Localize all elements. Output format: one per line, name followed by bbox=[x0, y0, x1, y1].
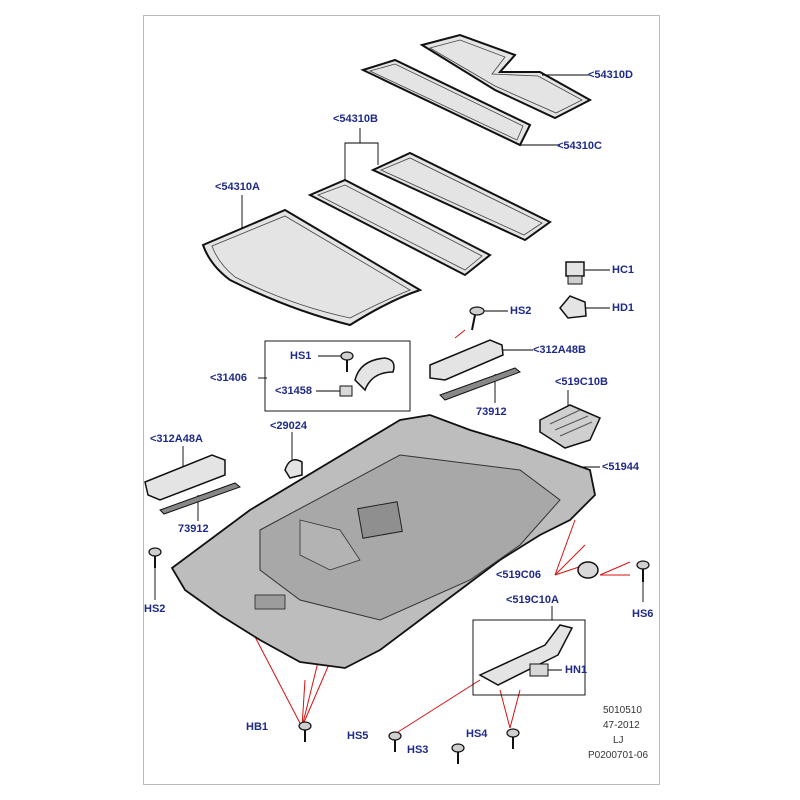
roof-panel-54310d bbox=[419, 33, 593, 120]
label-73912-left: 73912 bbox=[178, 523, 209, 535]
label-hs2-top: HS2 bbox=[510, 305, 532, 317]
label-hs4: HS4 bbox=[466, 728, 488, 740]
callout-box-31406 bbox=[264, 340, 411, 412]
callout-box-519c10a bbox=[472, 619, 586, 696]
roof-panel-54310c bbox=[360, 58, 532, 147]
label-hs6: HS6 bbox=[632, 608, 654, 620]
grab-handle-bracket-right bbox=[429, 339, 522, 401]
label-29024: <29024 bbox=[270, 420, 308, 432]
leader-lines bbox=[154, 74, 644, 671]
label-51944: <51944 bbox=[602, 461, 640, 473]
hs5-screw-icon bbox=[388, 731, 402, 752]
hs3-screw-icon bbox=[451, 743, 465, 764]
headliner-panel bbox=[170, 414, 596, 669]
footer-code-1: 5010510 bbox=[603, 705, 642, 716]
label-31458: <31458 bbox=[275, 385, 313, 397]
label-hs2-left: HS2 bbox=[144, 603, 166, 615]
roof-panel-54310a bbox=[201, 208, 423, 327]
label-54310d: <54310D bbox=[588, 69, 633, 81]
hb1-screw-icon bbox=[298, 721, 312, 742]
label-31406: <31406 bbox=[210, 372, 248, 384]
label-hc1: HC1 bbox=[612, 264, 635, 276]
label-54310a: <54310A bbox=[215, 181, 260, 193]
label-hb1: HB1 bbox=[246, 721, 269, 733]
hs6-screw-icon bbox=[636, 560, 650, 582]
clip-29024-icon bbox=[284, 459, 303, 479]
label-hs1: HS1 bbox=[290, 350, 312, 362]
hs1-screw-icon bbox=[340, 351, 354, 372]
trim-strip-icon bbox=[478, 624, 574, 686]
label-312a48b: <312A48B bbox=[533, 344, 586, 356]
label-54310b: <54310B bbox=[333, 113, 378, 125]
grab-handle-bracket-left bbox=[144, 454, 242, 515]
label-312a48a: <312A48A bbox=[150, 433, 203, 445]
hc1-clip-icon bbox=[565, 261, 585, 285]
label-519c10a: <519C10A bbox=[506, 594, 559, 606]
label-hd1: HD1 bbox=[612, 302, 635, 314]
label-hn1: HN1 bbox=[565, 664, 588, 676]
hs2-screw-icon-left bbox=[148, 547, 162, 568]
label-519c10b: <519C10B bbox=[555, 376, 608, 388]
diagram-frame bbox=[143, 15, 660, 785]
label-54310c: <54310C bbox=[557, 140, 602, 152]
footer-code-4: P0200701-06 bbox=[588, 750, 649, 761]
sunvisor-clip-icon bbox=[577, 561, 599, 579]
label-519c06: <519C06 bbox=[496, 569, 541, 581]
roof-panel-54310b-front bbox=[307, 178, 492, 277]
grab-handle-icon bbox=[339, 357, 395, 397]
hs4-screw-icon bbox=[506, 728, 520, 749]
roof-panel-54310b-rear bbox=[370, 151, 552, 242]
footer-code-2: 47-2012 bbox=[603, 720, 640, 731]
footer-code-3: LJ bbox=[613, 735, 624, 746]
hd1-bracket-icon bbox=[559, 295, 587, 319]
label-73912-right: 73912 bbox=[476, 406, 507, 418]
vent-grille-icon bbox=[539, 404, 601, 449]
hs2-screw-icon-top bbox=[469, 306, 485, 331]
label-hs3: HS3 bbox=[407, 744, 429, 756]
label-hs5: HS5 bbox=[347, 730, 369, 742]
